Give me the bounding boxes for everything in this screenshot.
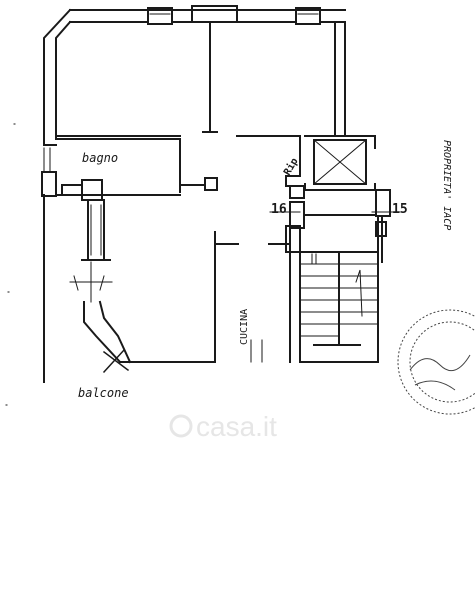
watermark-text: casa.it <box>196 411 277 442</box>
bathroom-walls <box>41 138 218 197</box>
watermark-logo-icon <box>169 414 193 438</box>
label-ownership-note: PROPRIETA' IACP <box>441 140 452 230</box>
label-ripostiglio: Rip <box>281 156 300 178</box>
upper-partitions <box>55 21 301 177</box>
balcony-walls <box>83 231 239 374</box>
label-balcony: balcone <box>78 386 129 400</box>
label-kitchen: CUCINA <box>239 309 250 345</box>
stamp-seal <box>397 309 475 415</box>
right-upper-wall <box>334 21 346 137</box>
elevator-shaft <box>304 135 376 191</box>
hallway-walls <box>55 179 111 261</box>
staircase <box>299 251 379 363</box>
label-apartment-16: 16 <box>271 202 287 217</box>
left-wall <box>43 8 72 383</box>
scan-specks <box>5 123 16 406</box>
window-top-3 <box>295 7 321 25</box>
door-marker-left <box>69 261 113 303</box>
window-top-1 <box>147 7 173 25</box>
watermark: casa.it <box>169 411 277 442</box>
kitchen-walls <box>250 225 301 363</box>
label-apartment-15: 15 <box>392 202 408 217</box>
window-top-2 <box>191 5 238 23</box>
stair-walls <box>269 189 401 263</box>
bathroom-window <box>41 171 57 197</box>
ripostiglio-walls <box>285 175 305 199</box>
label-bathroom: bagno <box>82 151 118 165</box>
top-wall <box>69 5 346 25</box>
